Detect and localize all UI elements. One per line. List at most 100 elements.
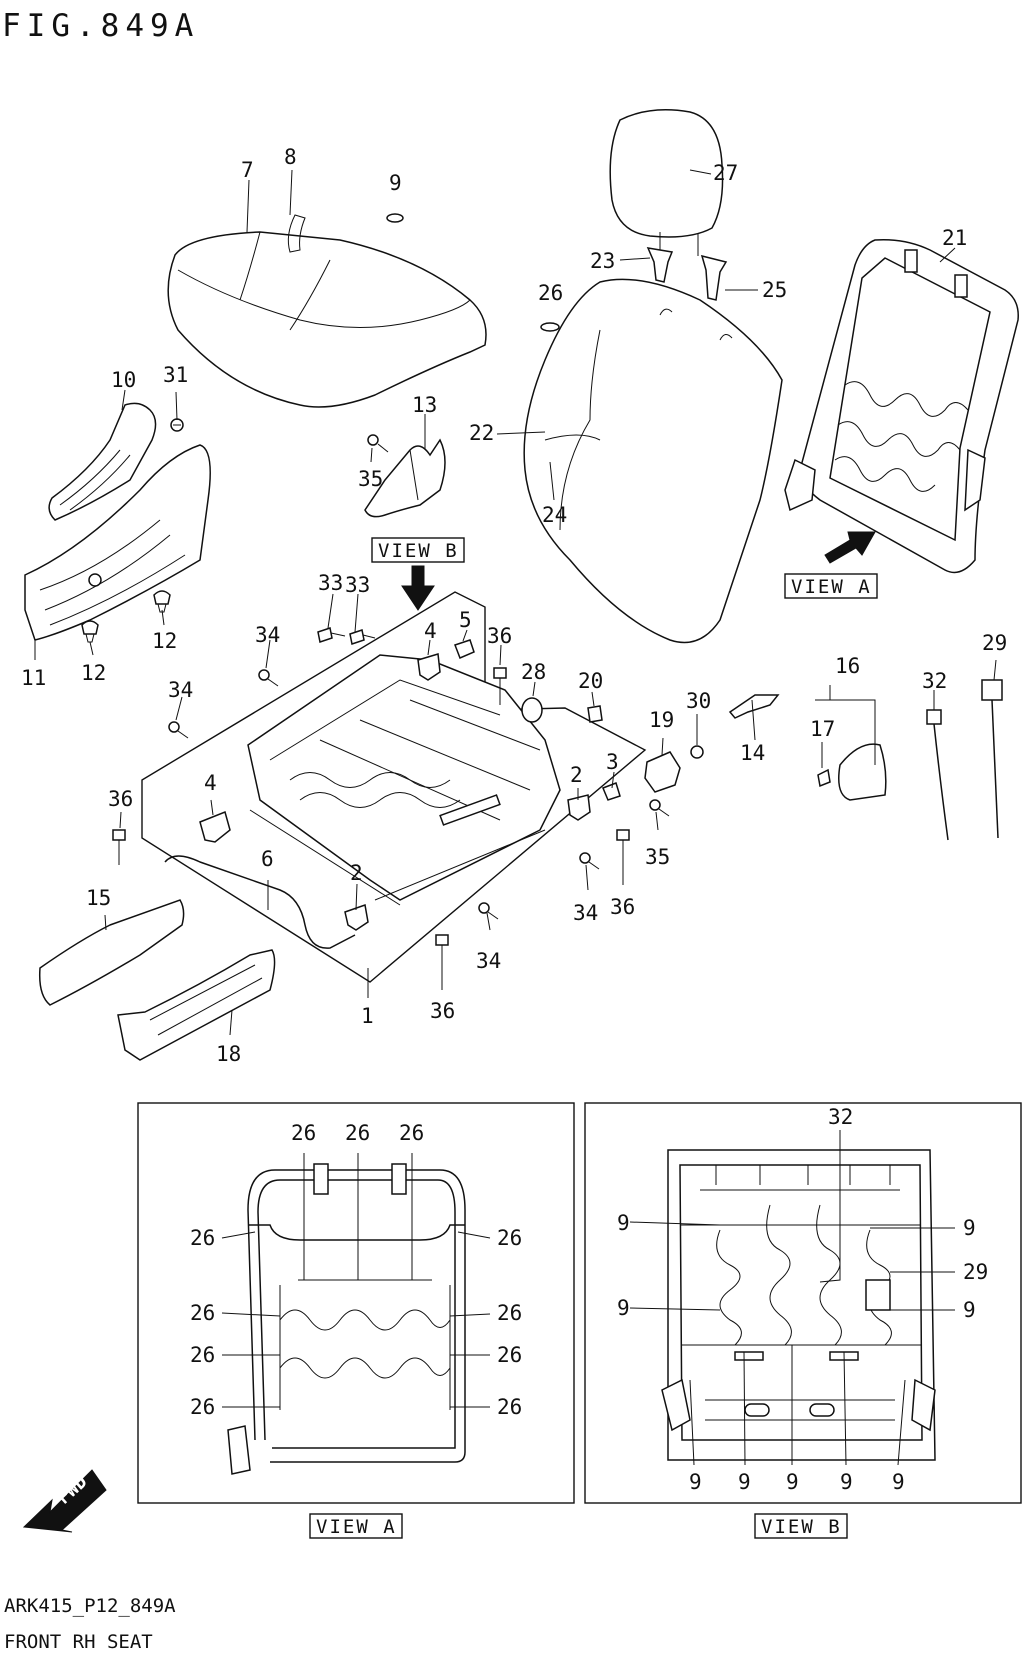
view-b-leaders	[629, 1130, 955, 1466]
view-b-callout-bottom-3: 9	[786, 1470, 799, 1494]
callout-7: 7	[241, 158, 254, 182]
cushion-clip	[386, 213, 404, 223]
fwd-arrow: FWD	[22, 1469, 107, 1533]
view-b-callout-29: 29	[963, 1260, 988, 1284]
callout-8: 8	[284, 145, 297, 169]
clip-5	[454, 639, 475, 659]
view-a-panel	[137, 1102, 575, 1504]
view-a-callout-left-3: 26	[190, 1343, 215, 1367]
callout-23: 23	[590, 249, 615, 273]
view-b-label-bottom: VIEW B	[761, 1516, 842, 1538]
view-b-callout-left-1: 9	[617, 1211, 630, 1235]
view-a-callout-top-1: 26	[291, 1121, 316, 1145]
callout-1: 1	[361, 1004, 374, 1028]
callout-10: 10	[111, 368, 136, 392]
callout-14: 14	[740, 741, 765, 765]
view-a-callout-left-4: 26	[190, 1395, 215, 1419]
screw-30	[690, 745, 704, 759]
bolt-33-a	[317, 627, 346, 643]
callout-34-b: 34	[168, 678, 193, 702]
view-a-arrow	[824, 531, 876, 564]
screw-34-c	[579, 852, 600, 870]
callout-15: 15	[86, 886, 111, 910]
hook-bracket-2-bottom	[344, 904, 369, 931]
callout-4-top: 4	[424, 619, 437, 643]
callout-32: 32	[922, 669, 947, 693]
seat-cushion-pad	[167, 214, 487, 408]
view-b-panel	[584, 1102, 1022, 1504]
view-b-label-box-top	[371, 537, 465, 563]
callout-16: 16	[835, 654, 860, 678]
view-b-arrow	[401, 565, 435, 611]
view-b-callout-bottom-4: 9	[840, 1470, 853, 1494]
seatback-frame	[784, 238, 1019, 574]
seat-frame-assembly-outline	[141, 591, 647, 983]
cover-19	[644, 751, 681, 793]
callout-22: 22	[469, 421, 494, 445]
view-a-label-bottom: VIEW A	[316, 1516, 397, 1538]
drawing-code: ARK415_P12_849A	[4, 1595, 176, 1617]
view-a-leaders	[221, 1153, 491, 1408]
view-a-callout-right-4: 26	[497, 1395, 522, 1419]
callout-34-d: 34	[476, 949, 501, 973]
seat-frame	[247, 654, 561, 906]
clip-12-b	[153, 590, 171, 613]
view-b-label-box-bottom	[754, 1513, 848, 1539]
callout-17: 17	[810, 717, 835, 741]
cover-15	[38, 899, 185, 1006]
callout-5: 5	[459, 608, 472, 632]
bolt-36-a	[493, 667, 507, 705]
clip-12-a	[81, 620, 99, 643]
callout-4-left: 4	[204, 771, 217, 795]
view-b-label-top: VIEW B	[378, 540, 459, 562]
callout-26: 26	[538, 281, 563, 305]
callout-36-a: 36	[487, 624, 512, 648]
clip-3	[602, 782, 621, 801]
screw-31	[170, 418, 184, 432]
cable-tie-32	[926, 709, 949, 841]
callout-35-top: 35	[358, 467, 383, 491]
callout-3: 3	[606, 750, 619, 774]
callout-18: 18	[216, 1042, 241, 1066]
callout-33-a: 33	[318, 571, 343, 595]
view-b-callouts: 32 9 9 9 29 9 9 9 9 9 9	[617, 1105, 988, 1494]
section-name: FRONT RH SEAT	[4, 1631, 153, 1653]
bracket-13	[364, 438, 446, 518]
callout-11: 11	[21, 666, 46, 690]
view-a-callout-left-2: 26	[190, 1301, 215, 1325]
view-b-frame-drawing	[661, 1149, 936, 1461]
view-a-callout-top-2: 26	[345, 1121, 370, 1145]
callout-29: 29	[982, 631, 1007, 655]
view-b-callout-left-2: 9	[617, 1296, 630, 1320]
view-a-callout-left-1: 26	[190, 1226, 215, 1250]
callout-13: 13	[412, 393, 437, 417]
nut-20	[587, 705, 603, 723]
headrest-guide-right	[700, 254, 728, 301]
callout-9: 9	[389, 171, 402, 195]
screw-34-b	[168, 721, 189, 739]
callout-2-bottom: 2	[350, 861, 363, 885]
callout-12-a: 12	[81, 661, 106, 685]
callout-34-a: 34	[255, 623, 280, 647]
callout-36-b: 36	[108, 787, 133, 811]
figure-title: FIG.849A	[2, 8, 199, 44]
view-a-label-top: VIEW A	[791, 576, 872, 598]
view-a-callout-right-1: 26	[497, 1226, 522, 1250]
screw-35-b	[649, 799, 670, 817]
callout-2-right: 2	[570, 763, 583, 787]
screw-35-top	[367, 434, 389, 453]
cover-18	[117, 949, 276, 1061]
bolt-36-b	[112, 829, 126, 865]
view-b-callout-bottom-5: 9	[892, 1470, 905, 1494]
callout-35-b: 35	[645, 845, 670, 869]
clip-17	[817, 768, 831, 788]
callouts: 7 8 9 27 21 23 25 26 10 31 13 22 35 24 1…	[21, 145, 1007, 1066]
callout-20: 20	[578, 669, 603, 693]
view-b-callout-right-3: 9	[963, 1298, 976, 1322]
callout-28: 28	[521, 660, 546, 684]
bolt-36-d	[435, 934, 449, 970]
view-a-label-box-top	[784, 573, 878, 599]
hook-bracket-4-top	[417, 653, 441, 681]
view-a-callouts: 26 26 26 26 26 26 26 26 26 26 26	[190, 1121, 522, 1419]
callout-6: 6	[261, 847, 274, 871]
